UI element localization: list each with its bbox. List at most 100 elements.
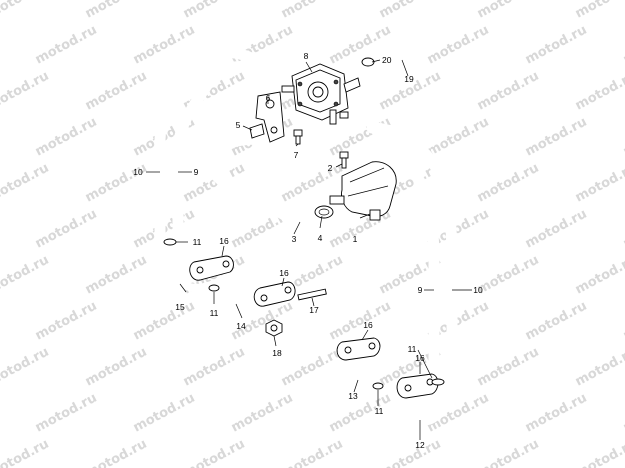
watermark-text: motod.ru (33, 207, 100, 252)
watermark-text: motod.ru (327, 391, 394, 436)
watermark-text: motod.ru (523, 207, 590, 252)
watermark-text: motod.ru (83, 253, 150, 298)
label-part-16-d: 16 (415, 353, 425, 363)
label-part-13: 13 (348, 391, 358, 401)
bolt-7 (293, 129, 303, 145)
watermark-text: motod.ru (573, 69, 625, 114)
label-part-14: 14 (236, 321, 246, 331)
watermark-text: motod.ru (131, 23, 198, 68)
ring-11-b (208, 284, 220, 292)
watermark-text: motod.ru (377, 437, 444, 468)
watermark-text: motod.ru (327, 299, 394, 344)
watermark-text: motod.ru (475, 345, 542, 390)
watermark-text: motod.ru (377, 0, 444, 22)
watermark-text: motod.ru (0, 0, 52, 22)
label-part-15: 15 (175, 302, 185, 312)
watermark-text: motod.ru (573, 0, 625, 22)
label-part-6: 6 (266, 93, 271, 103)
watermark-text: motod.ru (523, 391, 590, 436)
label-part-11-d: 11 (408, 344, 417, 354)
ring-11-c (372, 382, 384, 390)
watermark-text: motod.ru (523, 299, 590, 344)
label-part-10-right: 10 (473, 285, 483, 295)
label-part-5: 5 (236, 120, 241, 130)
flange-16-b (253, 281, 296, 307)
label-part-11-c: 11 (375, 406, 384, 416)
watermark-text: motod.ru (573, 437, 625, 468)
label-part-8: 8 (304, 51, 309, 61)
watermark-text: motod.ru (181, 345, 248, 390)
hose-10-left (154, 47, 268, 268)
watermark-text: motod.ru (0, 345, 52, 390)
label-part-18: 18 (272, 348, 282, 358)
watermark-text: motod.ru (181, 0, 248, 22)
watermark-text: motod.ru (621, 207, 625, 252)
label-part-2: 2 (328, 163, 333, 173)
watermark-text: motod.ru (621, 299, 625, 344)
label-part-16-b: 16 (279, 268, 289, 278)
label-part-11-b: 11 (210, 308, 219, 318)
watermark-text: motod.ru (621, 23, 625, 68)
watermark-text: motod.ru (83, 69, 150, 114)
label-part-1: 1 (353, 234, 358, 244)
watermark-text: motod.ru (621, 115, 625, 160)
rod-17 (297, 288, 327, 301)
watermark-text: motod.ru (523, 115, 590, 160)
watermark-text: motod.ru (475, 253, 542, 298)
flange-16-c (336, 337, 381, 361)
hose-15 (168, 246, 218, 292)
label-part-4: 4 (318, 233, 323, 243)
watermark-text: motod.ru (0, 161, 52, 206)
watermark-text: motod.ru (33, 391, 100, 436)
label-part-10-left: 10 (133, 167, 143, 177)
label-part-19: 19 (404, 74, 414, 84)
watermark-text: motod.ru (475, 69, 542, 114)
watermark-text: motod.ru (33, 299, 100, 344)
label-part-3: 3 (292, 234, 297, 244)
watermark-text: motod.ru (0, 437, 52, 468)
label-part-16-c: 16 (363, 320, 373, 330)
clip-5 (249, 123, 265, 139)
watermark-text: motod.ru (131, 299, 198, 344)
label-part-9-right: 9 (418, 285, 423, 295)
watermark-text: motod.ru (475, 161, 542, 206)
hose-10-right (366, 122, 458, 416)
watermark-text: motod.ru (83, 437, 150, 468)
watermark-text: motod.ru (523, 23, 590, 68)
watermark-text: motod.ru (279, 0, 346, 22)
bolt-2 (339, 151, 349, 169)
watermark-text: motod.ru (573, 345, 625, 390)
watermark-text: motod.ru (573, 161, 625, 206)
watermark-text: motod.ru (475, 437, 542, 468)
label-part-16-a: 16 (219, 236, 229, 246)
watermark-text: motod.ru (621, 391, 625, 436)
hose-14 (222, 296, 262, 310)
watermark-text: motod.ru (33, 23, 100, 68)
callout-labels: 8 20 19 6 5 7 2 10 9 1 4 3 11 16 16 9 10… (133, 51, 483, 450)
hose-9-left (172, 61, 268, 246)
watermark-text: motod.ru (83, 345, 150, 390)
clamp-20 (361, 57, 375, 67)
watermark-text: motod.ru (33, 115, 100, 160)
fuel-filter (329, 161, 397, 221)
label-part-7: 7 (294, 150, 299, 160)
flange-16-d (396, 373, 439, 399)
hose-19 (375, 29, 455, 73)
label-part-20: 20 (382, 55, 392, 65)
label-part-12: 12 (415, 440, 425, 450)
clamp-4 (314, 205, 334, 219)
ring-11-d (431, 378, 445, 386)
watermark-text: motod.ru (279, 437, 346, 468)
hose-9-right (364, 138, 440, 386)
watermark-text: motod.ru (181, 437, 248, 468)
watermark-text: motod.ru (279, 345, 346, 390)
watermark-text: motod.ru (229, 391, 296, 436)
flange-16-a (189, 255, 234, 281)
watermark-text: motod.ru (0, 253, 52, 298)
hose-3 (205, 130, 329, 230)
ring-11-a (163, 238, 177, 246)
watermark-text: motod.ru (425, 23, 492, 68)
label-part-11-a: 11 (193, 237, 202, 247)
watermark-text: motod.ru (425, 115, 492, 160)
nut-18 (265, 319, 283, 337)
